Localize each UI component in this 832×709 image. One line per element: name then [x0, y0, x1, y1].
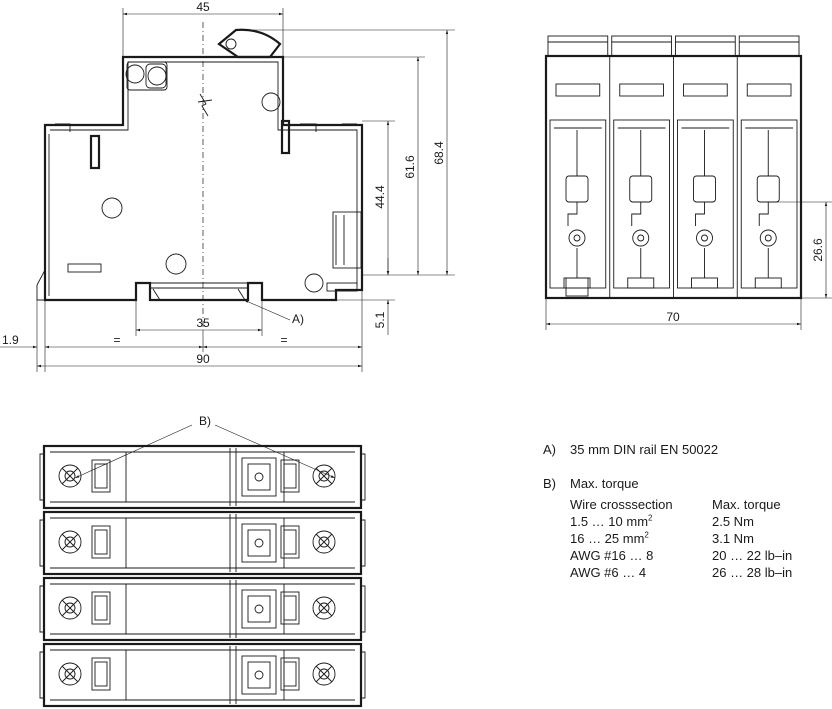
- torque-wire-cell: 16 … 25 mm2: [570, 530, 649, 546]
- terminal-callout: B): [74, 414, 336, 479]
- pole-front: [736, 35, 800, 298]
- pole-top: [39, 642, 366, 708]
- front-view: [544, 35, 803, 300]
- torque-value-cell: 20 … 22 lb–in: [712, 548, 793, 563]
- dim-left-offset: 1.9: [2, 333, 19, 347]
- screw-icon: [632, 229, 650, 247]
- torque-wire-cell: AWG #16 … 8: [570, 548, 654, 563]
- pole-front: [545, 35, 609, 298]
- legend-key-b: B): [543, 476, 556, 491]
- dim-rail-width: 35: [196, 316, 210, 330]
- dim-base-offset: 5.1: [373, 311, 387, 328]
- dim-eq-left: =: [113, 333, 120, 347]
- pole-top: [39, 510, 366, 576]
- terminal-screw-icon: [312, 464, 336, 488]
- torque-value-cell: 2.5 Nm: [712, 514, 754, 529]
- dim-total-width: 90: [196, 352, 210, 366]
- pole-front: [673, 35, 736, 298]
- screw-icon: [696, 229, 713, 247]
- terminal-screw-icon: [58, 464, 82, 488]
- screw-icon: [568, 229, 586, 247]
- legend-text-b: Max. torque: [570, 476, 639, 491]
- din-rail: [136, 282, 262, 301]
- terminal-screw-icon: [58, 530, 82, 554]
- terminal-screw-icon: [58, 596, 82, 620]
- legend-text-a: 35 mm DIN rail EN 50022: [570, 442, 719, 457]
- pole-top: [39, 576, 366, 642]
- table-header-torque: Max. torque: [712, 497, 781, 512]
- terminal-screw-icon: [58, 662, 82, 686]
- torque-value-cell: 3.1 Nm: [712, 531, 754, 546]
- dim-front-height: 26.6: [811, 238, 825, 262]
- side-view: [36, 22, 364, 330]
- terminal-screw-icon: [312, 530, 336, 554]
- front-view-dimensions: 70 26.6: [545, 201, 832, 330]
- dim-top-width: 45: [196, 0, 210, 14]
- torque-wire-cell: AWG #6 … 4: [570, 565, 647, 580]
- dim-height-44: 44.4: [373, 185, 387, 209]
- pole-top: [39, 444, 366, 510]
- rail-clip: [565, 277, 589, 297]
- dim-height-61: 61.6: [403, 155, 417, 179]
- callout-terminals: B): [199, 414, 211, 428]
- pole-front: [609, 35, 672, 298]
- dim-front-width: 70: [666, 310, 680, 324]
- side-view-body: [43, 55, 364, 302]
- top-view: [39, 444, 366, 708]
- legend-key-a: A): [543, 442, 556, 457]
- callout-rail: A): [292, 312, 304, 326]
- terminal-screw-icon: [312, 662, 336, 686]
- torque-wire-cell: 1.5 … 10 mm2: [570, 513, 653, 529]
- terminal-screw-icon: [312, 596, 336, 620]
- torque-value-cell: 26 … 28 lb–in: [712, 565, 793, 580]
- table-header-wire: Wire crosssection: [570, 497, 673, 512]
- toggle-lever: [217, 28, 282, 59]
- screw-icon: [759, 229, 777, 247]
- side-view-dimensions: 45 68.4 61.6 44.4 5.1 35 A) 1.9: [0, 0, 455, 372]
- dim-eq-right: =: [280, 333, 287, 347]
- dim-height-68: 68.4: [432, 141, 446, 165]
